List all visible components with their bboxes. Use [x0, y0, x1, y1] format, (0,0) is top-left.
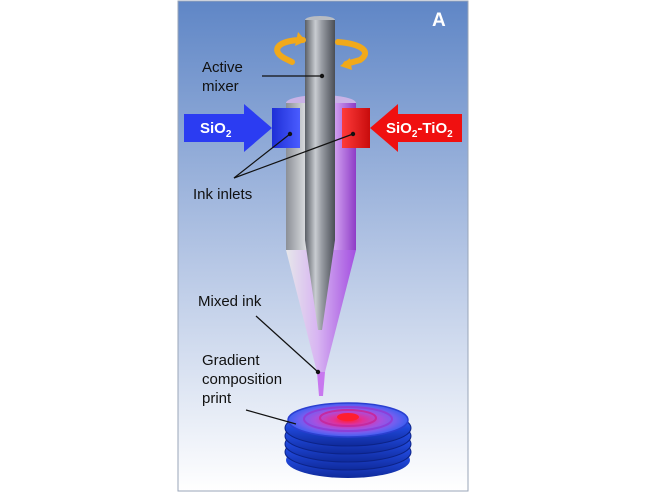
- label-gradient-2: composition: [202, 371, 282, 388]
- titania-inlet-block: [342, 108, 370, 148]
- label-active-mixer-2: mixer: [202, 78, 239, 95]
- titania-arrow-label: SiO2-TiO2: [386, 120, 453, 140]
- gradient-print: [284, 402, 412, 478]
- silica-arrow-label: SiO2: [200, 120, 232, 140]
- label-gradient-3: print: [202, 390, 232, 407]
- label-gradient-1: Gradient: [202, 352, 260, 369]
- active-mixer-rod: [305, 16, 335, 330]
- panel-letter: A: [432, 10, 446, 31]
- nozzle-tip: [317, 372, 325, 396]
- rotation-arrow-icon: [274, 32, 368, 70]
- titania-ink-arrow: SiO2-TiO2: [370, 104, 462, 152]
- label-active-mixer-1: Active: [202, 59, 243, 76]
- label-mixed-ink: Mixed ink: [198, 293, 262, 310]
- silica-inlet-block: [272, 108, 300, 148]
- leader-lines: [233, 75, 354, 425]
- silica-ink-arrow: SiO2: [184, 104, 272, 152]
- label-ink-inlets: Ink inlets: [193, 186, 252, 203]
